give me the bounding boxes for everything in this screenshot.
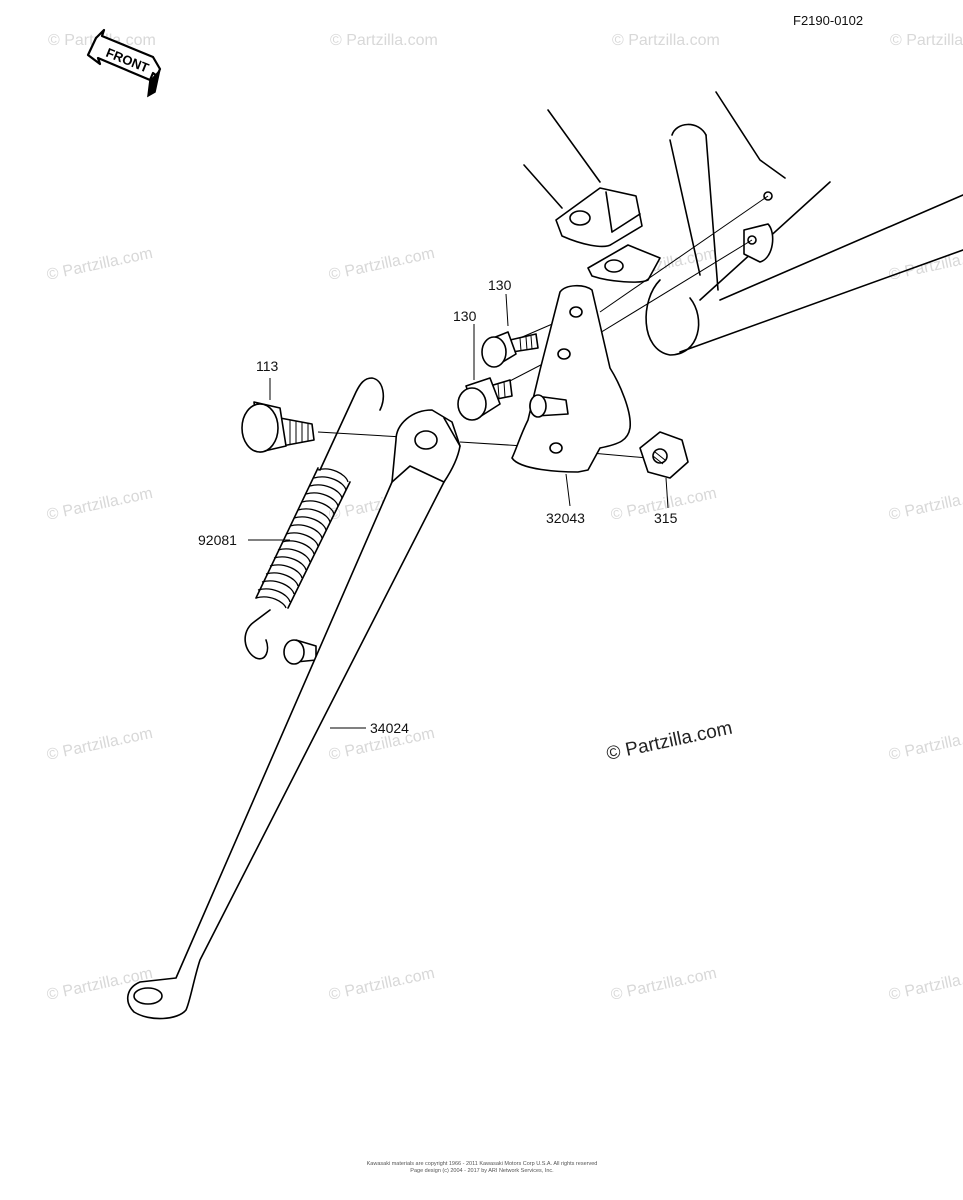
watermark: © Partzilla.com [890,32,963,49]
label-spring: 92081 [198,532,237,548]
label-bolt-upper: 130 [488,277,512,293]
watermark: © Partzilla.com [887,485,963,524]
footer-copyright: Kawasaki materials are copyright 1966 - … [367,1161,598,1167]
footer-page-design: Page design (c) 2004 - 2017 by ARI Netwo… [410,1168,554,1174]
watermark: © Partzilla.com [609,965,718,1004]
side-stand [127,409,461,1020]
spring-post [283,639,317,665]
watermark: © Partzilla.com [612,32,720,49]
label-bolt-lower: 130 [453,308,477,324]
watermark: © Partzilla.com [327,245,436,284]
label-nut: 315 [654,510,678,526]
pivot-bolt [241,401,315,453]
watermark-grid: © Partzilla.com © Partzilla.com © Partzi… [45,32,963,1004]
watermark: © Partzilla.com [887,965,963,1004]
watermark: © Partzilla.com [45,725,154,764]
nut [639,431,689,479]
watermark: © Partzilla.com [45,485,154,524]
label-bracket: 32043 [546,510,585,526]
diagram-code: F2190-0102 [793,13,863,28]
watermark: © Partzilla.com [327,965,436,1004]
bolt-lower [457,377,513,421]
leader-lines [248,293,669,729]
spring [244,377,385,660]
watermark: © Partzilla.com [330,32,438,49]
label-stand: 34024 [370,720,409,736]
mounting-bracket [511,284,631,473]
frame-tubes [523,91,963,356]
bolt-upper [481,331,539,368]
watermark: © Partzilla.com [887,725,963,764]
label-pivot-bolt: 113 [256,358,279,374]
watermark: © Partzilla.com [45,245,154,284]
partzilla-watermark: © Partzilla.com [605,718,735,765]
